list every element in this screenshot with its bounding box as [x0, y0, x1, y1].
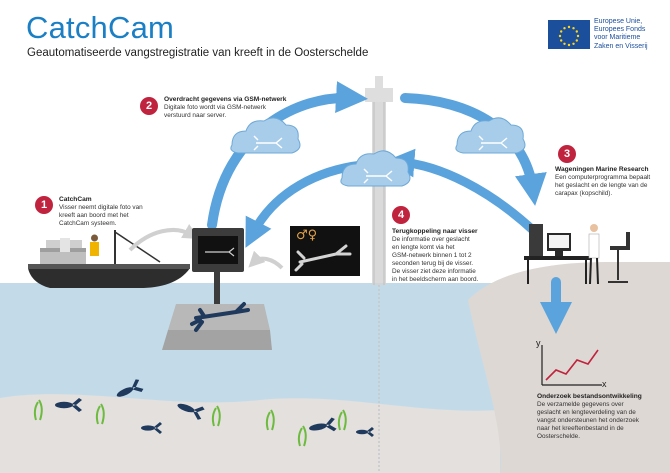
step-2-title: Overdracht gegevens via GSM-netwerk: [164, 96, 287, 103]
seabed: [0, 394, 500, 473]
eu-logo-line: voor Maritieme: [594, 34, 641, 42]
eu-logo-text: Europese Unie, Europees Fonds voor Marit…: [594, 18, 666, 51]
trend-graph: y x: [536, 338, 607, 389]
research-line: De verzamelde gegevens over: [537, 401, 624, 408]
step-1-badge: 1: [35, 196, 53, 214]
step-2-badge: 2: [140, 97, 158, 115]
eu-stars: [558, 25, 580, 47]
step-1-line: CatchCam systeem.: [59, 220, 117, 227]
step-4-line: GSM-netwerk binnen 1 tot 2: [392, 252, 472, 259]
result-image: [290, 226, 360, 276]
step-3-line: Een computerprogramma bepaalt: [555, 174, 651, 181]
research-line: vangst ondersteunen het onderzoek: [537, 417, 639, 424]
page-subtitle: Geautomatiseerde vangstregistratie van k…: [27, 47, 369, 59]
step-1-line: Visser neemt digitale foto van: [59, 204, 143, 211]
research-text: Onderzoek bestandsontwikkeling De verzam…: [537, 393, 669, 441]
seagrass: [33, 399, 347, 447]
eu-logo-line: Europese Unie,: [594, 18, 643, 25]
shore: [468, 262, 670, 473]
eu-logo-line: Zaken en Visserij: [594, 42, 648, 50]
step-3-badge: 3: [558, 145, 576, 163]
lobster-icons: [55, 379, 374, 437]
catchcam-screen: [192, 228, 244, 308]
step-3-line: carapax (kopschild).: [555, 190, 613, 197]
lab-workstation: [524, 224, 630, 285]
research-line: geslacht en lengteverdeling van de: [537, 409, 636, 416]
graph-y-label: y: [536, 338, 541, 348]
step-4-line: en lengte komt via het: [392, 244, 455, 251]
step-2-text: Overdracht gegevens via GSM-netwerk Digi…: [164, 96, 304, 120]
research-line: naar het kreeftenbestand in de: [537, 425, 624, 432]
step-2-line: Digitale foto wordt via GSM-netwerk: [164, 104, 266, 111]
step-3-line: het geslacht en de lengte van de: [555, 182, 648, 189]
gsm-tower: [365, 76, 393, 473]
step-4-line: in het beeldscherm aan boord.: [392, 276, 479, 283]
cloud-right: [455, 117, 526, 154]
cloud-lobster-icons: [253, 135, 508, 184]
step-4-line: De visser ziet deze informatie: [392, 268, 476, 275]
step-4-line: seconden terug bij de visser.: [392, 260, 473, 267]
clouds: [230, 117, 526, 187]
research-line: Oosterschelde.: [537, 433, 580, 440]
research-title: Onderzoek bestandsontwikkeling: [537, 393, 642, 400]
measuring-board: [162, 302, 272, 350]
arrow-boat-to-screen: [128, 224, 199, 252]
step-1-text: CatchCam Visser neemt digitale foto van …: [59, 196, 159, 228]
step-3-title: Wageningen Marine Research: [555, 166, 649, 173]
cloud-middle: [340, 150, 411, 187]
step-4-badge: 4: [392, 206, 410, 224]
cloud-left: [230, 117, 301, 154]
graph-x-label: x: [602, 379, 607, 389]
page-title: CatchCam: [26, 10, 175, 45]
step-4-title: Terugkoppeling naar visser: [392, 228, 478, 235]
step-3-text: Wageningen Marine Research Een computerp…: [555, 166, 670, 198]
step-1-line: kreeft aan boord met het: [59, 212, 129, 219]
gender-symbols: ♂♀: [296, 228, 318, 243]
step-1-title: CatchCam: [59, 196, 92, 203]
fishing-boat: [28, 230, 190, 288]
step-4-line: De informatie over geslacht: [392, 236, 470, 243]
arrow-image-to-screen: [248, 250, 284, 270]
eu-logo-line: Europees Fonds: [594, 26, 646, 34]
step-4-text: Terugkoppeling naar visser De informatie…: [392, 228, 510, 284]
arrow-lab-to-tower: [385, 148, 540, 237]
step-2-line: verstuurd naar server.: [164, 112, 227, 119]
